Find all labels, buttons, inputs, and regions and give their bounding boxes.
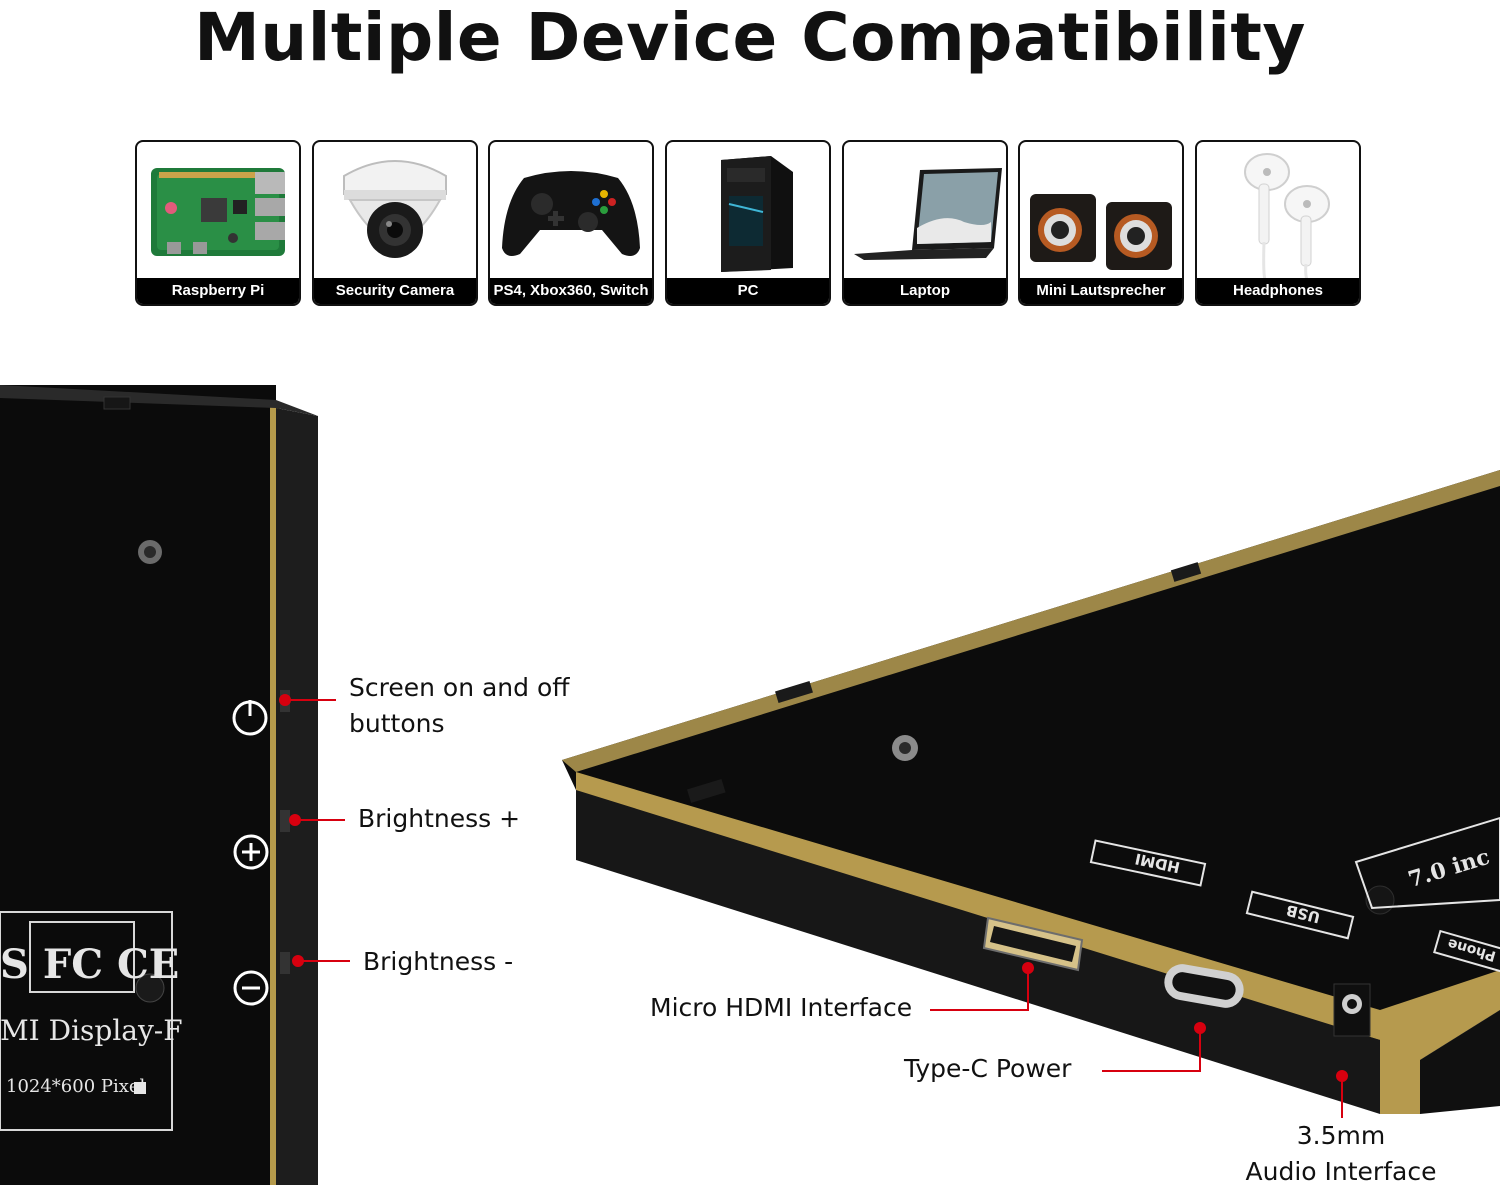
device-label: Raspberry Pi xyxy=(137,278,299,304)
gamepad-icon xyxy=(502,171,640,256)
audio-jack-port xyxy=(1333,983,1371,1037)
pc-tower-icon xyxy=(721,156,793,272)
certification-marks: S FC CE xyxy=(0,941,179,988)
callout-typec-power: Type-C Power xyxy=(904,1054,1072,1083)
raspberry-pi-board-icon xyxy=(151,168,285,256)
callout-screen-toggle-line2: buttons xyxy=(349,709,445,738)
callout-micro-hdmi: Micro HDMI Interface xyxy=(650,993,913,1022)
device-label: PC xyxy=(667,278,829,304)
device-card-pc: PC xyxy=(665,140,831,306)
type-c-port xyxy=(1164,964,1244,1008)
callout-audio-line1: 3.5mm xyxy=(1296,1121,1386,1150)
callout-brightness-up: Brightness + xyxy=(358,804,521,833)
device-label: Mini Lautsprecher xyxy=(1020,278,1182,304)
device-label: Headphones xyxy=(1197,278,1359,304)
device-card-headphones: Headphones xyxy=(1195,140,1361,306)
callout-screen-toggle: Screen on and off buttons xyxy=(349,670,569,742)
speakers-icon xyxy=(1030,194,1172,270)
device-card-game-consoles: PS4, Xbox360, Switch xyxy=(488,140,654,306)
device-label: Security Camera xyxy=(314,278,476,304)
plus-icon xyxy=(233,834,269,870)
device-card-raspberry-pi: Raspberry Pi xyxy=(135,140,301,306)
device-card-mini-speakers: Mini Lautsprecher xyxy=(1018,140,1184,306)
device-card-laptop: Laptop xyxy=(842,140,1008,306)
board-resolution-text: 1024*600 Pixel xyxy=(6,1076,146,1097)
minus-icon xyxy=(233,970,269,1006)
callout-screen-toggle-line1: Screen on and off xyxy=(349,673,570,702)
callout-audio-line2: Audio Interface xyxy=(1245,1157,1437,1186)
dome-camera-icon xyxy=(343,160,447,258)
display-board-side-view: S FC CE MI Display-F 1024*600 Pixel xyxy=(0,385,318,1185)
page-title: Multiple Device Compatibility xyxy=(194,0,1306,76)
device-label: PS4, Xbox360, Switch xyxy=(490,278,652,304)
earphones-icon xyxy=(1244,153,1330,280)
laptop-icon xyxy=(854,168,1002,260)
micro-hdmi-port xyxy=(982,916,1084,972)
callout-audio: 3.5mm Audio Interface xyxy=(1240,1118,1442,1190)
device-card-security-camera: Security Camera xyxy=(312,140,478,306)
board-model-text: MI Display-F xyxy=(0,1014,183,1047)
callout-brightness-down: Brightness - xyxy=(363,947,514,976)
power-icon xyxy=(232,700,268,736)
device-label: Laptop xyxy=(844,278,1006,304)
